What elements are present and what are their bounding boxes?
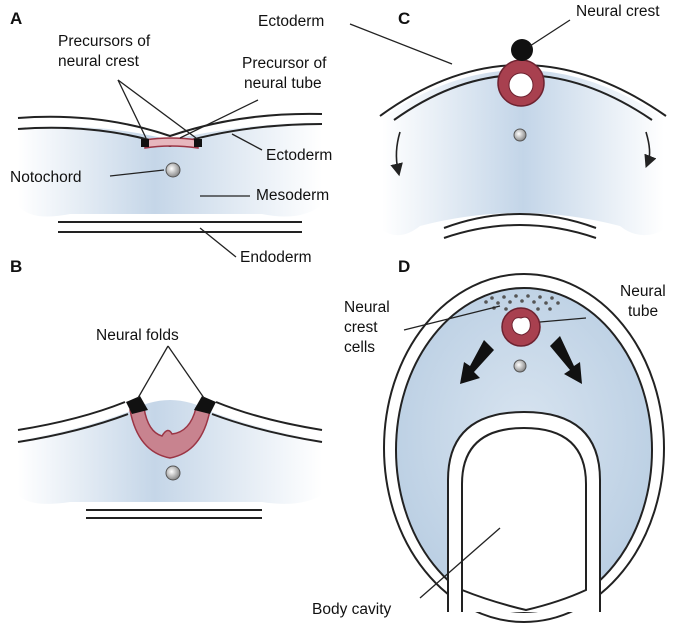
leader-crest-2 (117, 79, 197, 139)
leader-crest-c (529, 19, 571, 47)
ectoderm-b-top (17, 401, 323, 431)
label-neural-folds: Neural folds (96, 327, 179, 344)
label-precursors-crest-2: neural crest (58, 53, 140, 70)
mesoderm-c (382, 70, 664, 236)
neural-tube-d-lumen (511, 316, 531, 336)
panel-c: C Ectoderm Neural crest (258, 3, 667, 239)
neural-plate-a (144, 137, 199, 149)
label-precursor-tube-1: Precursor of (242, 55, 327, 72)
leader-endoderm (199, 227, 237, 258)
label-ectoderm-a: Ectoderm (266, 147, 332, 164)
label-precursors-crest-1: Precursors of (58, 33, 151, 50)
notochord-d (513, 359, 527, 373)
crest-precursor-right (194, 139, 202, 147)
crest-cells-d (484, 294, 560, 311)
leader-notochord (109, 169, 165, 177)
endoderm-c-1 (443, 213, 597, 229)
neural-groove-b (129, 407, 211, 459)
body-cavity-inner (460, 426, 587, 612)
panel-b: B Neural folds (10, 257, 323, 519)
label-endoderm: Endoderm (240, 249, 312, 266)
panel-a: A Precursors of neural crest Precursor o… (10, 9, 332, 266)
notochord-a (165, 162, 181, 178)
notochord-c (513, 128, 527, 142)
label-ectoderm-c: Ectoderm (258, 13, 324, 30)
migration-arrow-left (460, 340, 494, 384)
leader-ectoderm-a (231, 133, 263, 151)
leader-fold-left (137, 345, 169, 399)
label-crest-cells-3: cells (344, 339, 375, 356)
migration-arrow-right (550, 336, 582, 384)
neural-fold-right (194, 396, 216, 414)
leader-tube (179, 99, 259, 139)
panel-letter-c: C (398, 9, 410, 28)
label-neural-crest: Neural crest (576, 3, 660, 20)
label-notochord: Notochord (10, 169, 82, 186)
label-neural-tube-d-1: Neural (620, 283, 666, 300)
neural-fold-left (126, 396, 148, 414)
panel-letter-d: D (398, 257, 410, 276)
panel-letter-b: B (10, 257, 22, 276)
neural-tube-c-lumen (508, 72, 534, 98)
leader-crest-cells (403, 305, 501, 331)
notochord-b (165, 465, 181, 481)
ectoderm-b-bottom (17, 413, 323, 443)
neural-crest-c (511, 39, 533, 61)
ectoderm-a-top (17, 112, 323, 138)
arrow-c-left (390, 131, 403, 177)
label-crest-cells-1: Neural (344, 299, 390, 316)
label-crest-cells-2: crest (344, 319, 378, 336)
leader-neural-tube-d (539, 317, 587, 323)
panel-letter-a: A (10, 9, 22, 28)
leader-ectoderm-c (349, 23, 453, 65)
label-mesoderm: Mesoderm (256, 187, 329, 204)
panel-d: D Neural crest cells Neural tube Body ca… (312, 257, 666, 623)
leader-crest-1 (117, 79, 147, 139)
label-neural-tube-d-2: tube (628, 303, 658, 320)
leader-fold-right (167, 345, 205, 399)
leader-body-cavity (419, 527, 501, 599)
arrow-c-right (644, 131, 657, 168)
endoderm-c-2 (443, 224, 597, 239)
label-body-cavity: Body cavity (312, 601, 392, 618)
label-precursor-tube-2: neural tube (244, 75, 322, 92)
crest-precursor-left (141, 139, 149, 147)
